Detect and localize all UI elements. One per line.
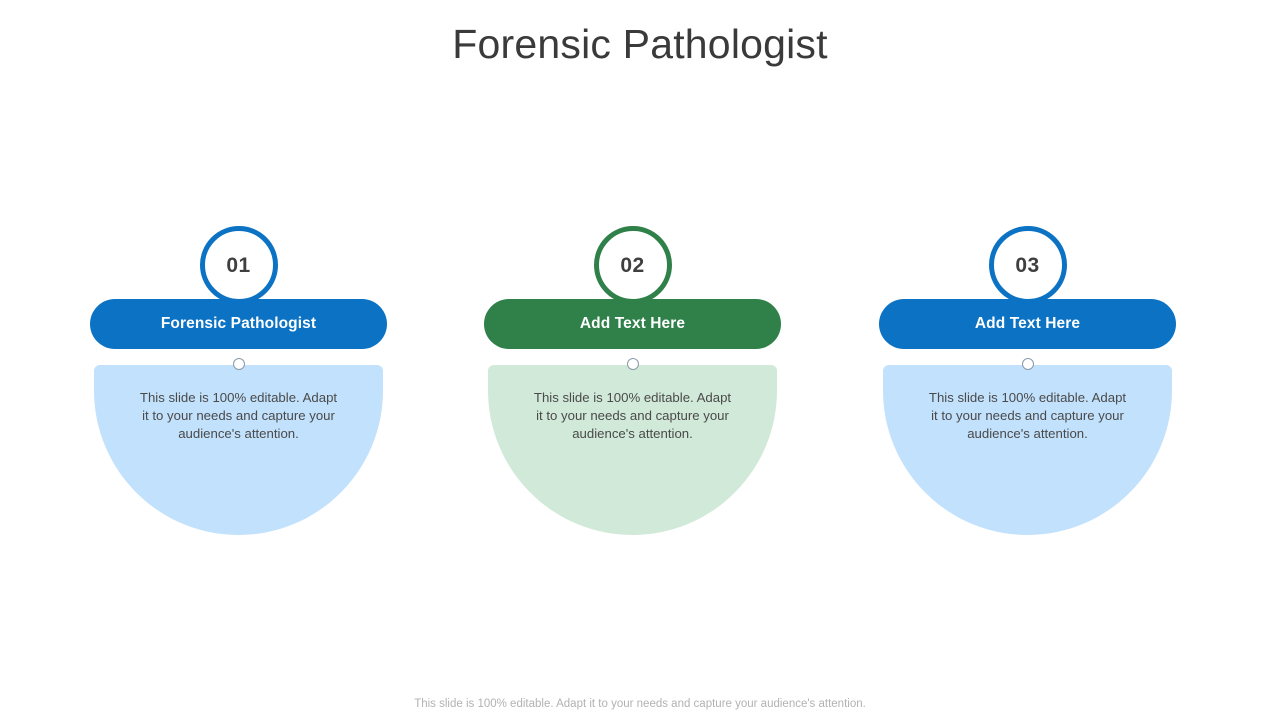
number-label: 03 bbox=[1015, 253, 1040, 277]
content-panel-02: This slide is 100% editable. Adapt it to… bbox=[488, 365, 777, 535]
heading-pill-01[interactable]: Forensic Pathologist bbox=[90, 299, 387, 349]
heading-pill-label: Add Text Here bbox=[579, 315, 686, 333]
number-badge-03: 03 bbox=[988, 226, 1067, 304]
connector-dot-icon-02 bbox=[626, 358, 639, 370]
heading-pill-label: Forensic Pathologist bbox=[160, 315, 317, 333]
content-panel-text: This slide is 100% editable. Adapt it to… bbox=[928, 390, 1127, 441]
connector-dot-icon-03 bbox=[1021, 358, 1034, 370]
content-panel-text: This slide is 100% editable. Adapt it to… bbox=[533, 390, 732, 441]
heading-pill-03[interactable]: Add Text Here bbox=[879, 299, 1176, 349]
content-panel-03: This slide is 100% editable. Adapt it to… bbox=[883, 365, 1172, 535]
heading-pill-label: Add Text Here bbox=[974, 315, 1081, 333]
columns-container: 01 Forensic Pathologist This slide is 10… bbox=[0, 226, 1280, 546]
number-badge-02: 02 bbox=[593, 226, 672, 304]
number-badge-01: 01 bbox=[199, 226, 278, 304]
connector-dot-icon-01 bbox=[232, 358, 245, 370]
page-title: Forensic Pathologist bbox=[452, 21, 828, 67]
column-01: 01 Forensic Pathologist This slide is 10… bbox=[90, 226, 387, 546]
heading-pill-02[interactable]: Add Text Here bbox=[484, 299, 781, 349]
number-label: 02 bbox=[620, 253, 645, 277]
content-panel-text: This slide is 100% editable. Adapt it to… bbox=[139, 390, 338, 441]
column-02: 02 Add Text Here This slide is 100% edit… bbox=[484, 226, 781, 546]
column-03: 03 Add Text Here This slide is 100% edit… bbox=[879, 226, 1176, 546]
number-label: 01 bbox=[226, 253, 251, 277]
content-panel-01: This slide is 100% editable. Adapt it to… bbox=[94, 365, 383, 535]
footer-note: This slide is 100% editable. Adapt it to… bbox=[414, 698, 866, 710]
